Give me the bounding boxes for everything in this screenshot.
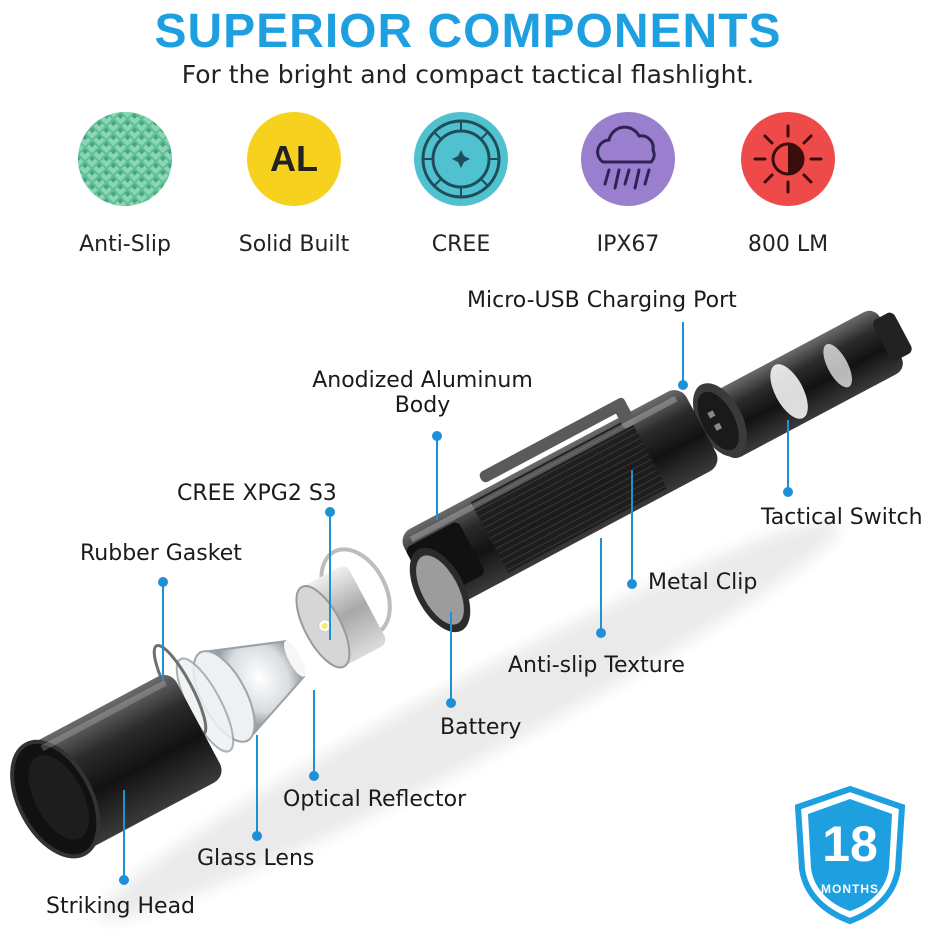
callout-cree-led: CREE XPG2 S3 [177,481,337,506]
callout-anodized-body: Anodized Aluminum Body [300,368,545,418]
feature-label: IPX67 [596,232,660,257]
feature-label: Anti-Slip [79,232,171,257]
feature-anti-slip: Anti-Slip [40,112,210,257]
callout-striking-head: Striking Head [46,894,196,919]
callout-rubber-gasket: Rubber Gasket [80,541,242,566]
warranty-shield-icon [794,785,906,925]
page-subtitle: For the bright and compact tactical flas… [181,60,755,89]
feature-label: 800 LM [747,232,829,257]
sun-brightness-icon [741,112,835,206]
rain-cloud-icon [581,112,675,206]
al-icon: AL [247,112,341,206]
page-title: SUPERIOR COMPONENTS [154,5,782,58]
feature-800-lm: 800 LM [703,112,873,257]
callout-glass-lens: Glass Lens [197,846,315,871]
feature-solid-built: AL Solid Built [209,112,379,257]
callout-anti-slip-texture: Anti-slip Texture [508,653,685,678]
feature-cree: CREE [376,112,546,257]
al-badge-text: AL [270,138,318,179]
feature-label: Solid Built [238,232,350,257]
feature-ipx67: IPX67 [543,112,713,257]
warranty-number: 18 [822,816,878,872]
callout-metal-clip: Metal Clip [648,570,758,595]
callout-micro-usb-port: Micro-USB Charging Port [467,288,737,313]
callout-body-line1: Anodized Aluminum [312,368,533,393]
tactical-switch-part [701,310,912,459]
anti-slip-texture-icon [78,112,172,206]
callout-body-line2: Body [394,393,451,418]
callout-optical-reflector: Optical Reflector [283,787,467,812]
callout-tactical-switch: Tactical Switch [761,505,923,530]
callout-battery: Battery [440,715,522,740]
feature-label: CREE [431,232,491,257]
cree-led-icon [414,112,508,206]
warranty-unit: MONTHS [821,882,879,896]
